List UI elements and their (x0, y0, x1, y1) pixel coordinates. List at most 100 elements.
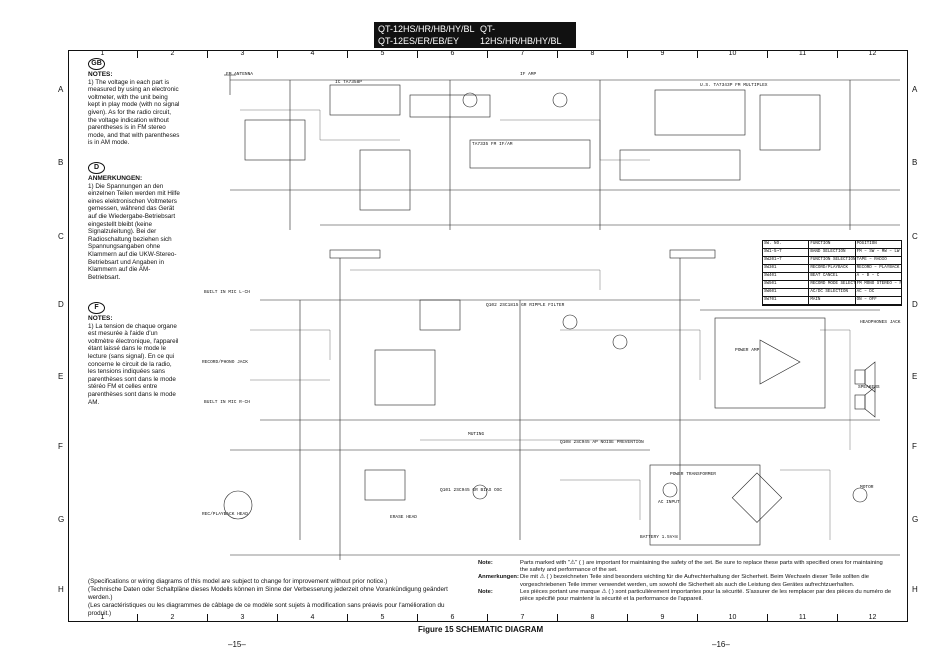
noise-prevention-label: Q108 2SC945 AP NOISE PREVENTION (560, 440, 644, 445)
ripple-filter-label: Q102 2SC1815 GR RIPPLE FILTER (486, 303, 565, 308)
table-cell: SW601 (763, 289, 810, 296)
row-letter: E (912, 372, 918, 381)
column-number: 9 (628, 614, 698, 622)
column-number: 2 (138, 50, 208, 58)
table-cell: FM MONO STEREO – FM WIDE (856, 282, 901, 286)
row-letter: F (912, 442, 917, 451)
row-letter: A (912, 85, 918, 94)
column-number: 7 (488, 614, 558, 622)
notes-english: GB NOTES: 1) The voltage in each part is… (88, 58, 180, 147)
column-number: 1 (68, 614, 138, 622)
row-letter: H (912, 585, 918, 594)
safety-note-en: Note:Parts marked with "⚠" ( ) are impor… (478, 560, 883, 574)
safety-notes: Note:Parts marked with "⚠" ( ) are impor… (478, 560, 898, 603)
row-letter: F (58, 442, 63, 451)
motor-label: MOTOR (860, 485, 874, 490)
column-number: 10 (698, 614, 768, 622)
table-cell: AC – DC (856, 290, 875, 294)
table-cell: SW201~7 (763, 257, 810, 264)
table-cell: BEAT CANCEL (809, 273, 856, 280)
fm-antenna-label: FM ANTENNA (226, 72, 254, 77)
bias-osc-label: Q101 2SC945 GR BIAS OSC (440, 488, 503, 493)
row-letter: E (58, 372, 64, 381)
model-title-line1-right: QT-12HS/HR/HB/HY/BL (480, 24, 562, 46)
table-cell: TAPE – RADIO (856, 258, 887, 262)
table-header-row: SW. NO. FUNCTION POSITION (763, 241, 901, 249)
safety-note-fr: Note:Les pièces portant une marque ⚠ ( )… (478, 588, 892, 603)
notes-german: D ANMERKUNGEN: 1) Die Spannungen an den … (88, 162, 180, 281)
table-cell: SW301 (763, 265, 810, 272)
column-number: 7 (488, 50, 558, 58)
column-number: 6 (418, 50, 488, 58)
spec-change-notice: (Specifications or wiring diagrams of th… (88, 578, 448, 617)
rec-phono-label: RECORD/PHONO JACK (202, 360, 248, 365)
fm-if-label: TA7335 FM IF/AM (472, 142, 513, 147)
safety-note-de: Anmerkungen:Die mit ⚠ ( ) bezeichneten T… (478, 574, 870, 588)
model-title-line2-right: QT-12ES/ER/EB/EY (480, 48, 562, 58)
column-number: 11 (768, 50, 838, 58)
table-cell: FM – SW – MW – LW (856, 250, 900, 254)
page-number-right: –16– (712, 640, 730, 649)
column-number: 8 (558, 614, 628, 622)
column-number: 11 (768, 614, 838, 622)
schematic-frame (68, 50, 908, 622)
headphones-label: HEADPHONES JACK (860, 320, 901, 325)
column-number: 10 (698, 50, 768, 58)
language-badge-f: F (88, 302, 105, 314)
notes-text: 1) La tension de chaque organe est mesur… (88, 322, 179, 406)
notes-heading: ANMERKUNGEN: (88, 175, 143, 182)
notes-heading: NOTES: (88, 315, 113, 322)
model-title-line1-left: QT-12HS/HR/HB/HY/BL (378, 24, 475, 34)
mic-l-label: BUILT IN MIC L-CH (204, 290, 250, 295)
row-letter: A (58, 85, 64, 94)
multiplex-label: U.S. TA7343P FM MULTIPLEX (700, 83, 768, 88)
table-cell: FUNCTION SELECTION (810, 257, 856, 264)
battery-label: BATTERY 1.5V×8 (640, 535, 678, 540)
figure-caption: Figure 15 SCHEMATIC DIAGRAM (418, 625, 544, 634)
table-cell: SW1-5~7 (763, 249, 810, 256)
tuner-ic-label: IC TA7358P (335, 80, 363, 85)
table-cell: A – B – C (856, 274, 880, 278)
table-cell: RECORD – PLAYBACK (856, 266, 900, 270)
erase-head-label: ERASE HEAD (390, 515, 418, 520)
table-cell: AC/DC SELECTION (809, 289, 856, 296)
row-letter: D (58, 300, 64, 309)
column-number: 4 (278, 50, 348, 58)
column-number: 5 (348, 50, 418, 58)
mic-r-label: BUILT IN MIC R-CH (204, 400, 250, 405)
table-cell: ON – OFF (856, 298, 877, 302)
muting-label: MUTING (468, 432, 485, 437)
column-number: 3 (208, 614, 278, 622)
table-cell: SW401 (763, 273, 810, 280)
model-title-line2-left: QT-12ES/ER/EB/EY (378, 36, 460, 46)
column-number: 8 (558, 50, 628, 58)
model-title: QT-12HS/HR/HB/HY/BL QT-12ES/ER/EB/EY QT-1… (374, 22, 576, 58)
language-badge-gb: GB (88, 58, 105, 70)
page-number-left: –15– (228, 640, 246, 649)
notes-french: F NOTES: 1) La tension de chaque organe … (88, 302, 180, 406)
column-number: 2 (138, 614, 208, 622)
row-letter: C (58, 232, 64, 241)
row-letter: G (912, 515, 919, 524)
column-number: 1 (68, 50, 138, 58)
power-amp-label: POWER AMP (735, 348, 760, 353)
row-letter: H (58, 585, 64, 594)
row-letter: B (912, 158, 918, 167)
playback-head-label: REC/PLAYBACK HEAD (202, 512, 248, 517)
table-cell: BAND SELECTION (809, 249, 856, 256)
table-cell: RECORD/PLAYBACK (809, 265, 856, 272)
table-cell: SW701 (763, 297, 810, 304)
table-cell: RECORD MODE SELECTION (810, 281, 856, 288)
power-transformer-label: POWER TRANSFORMER (670, 472, 716, 477)
row-letter: D (912, 300, 918, 309)
column-number: 4 (278, 614, 348, 622)
